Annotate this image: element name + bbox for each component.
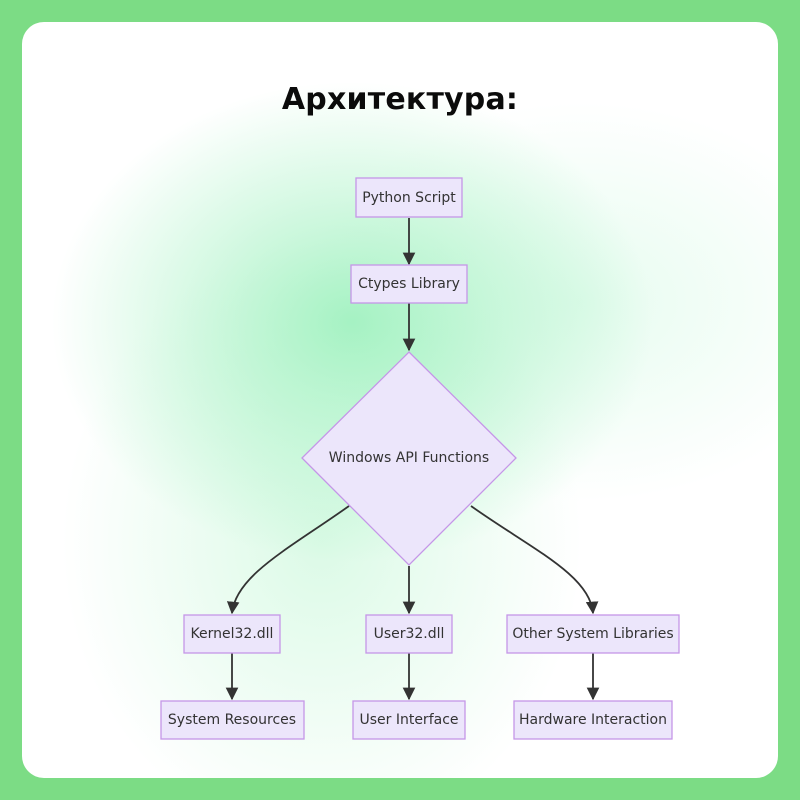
node-windows-api-functions: Windows API Functions — [301, 351, 517, 566]
node-label: Python Script — [362, 190, 456, 206]
node-ctypes-library: Ctypes Library — [350, 264, 468, 304]
node-label: Other System Libraries — [512, 626, 673, 642]
node-system-resources: System Resources — [160, 700, 305, 740]
node-user32-dll: User32.dll — [365, 614, 453, 654]
edge-winapi-kernel32 — [226, 505, 350, 615]
node-label: User Interface — [359, 712, 458, 728]
node-label: Kernel32.dll — [191, 626, 274, 642]
node-label: Windows API Functions — [329, 450, 489, 466]
node-other-system-libraries: Other System Libraries — [506, 614, 680, 654]
node-hardware-interaction: Hardware Interaction — [513, 700, 673, 740]
edge-winapi-other — [470, 505, 599, 615]
node-label: Hardware Interaction — [519, 712, 667, 728]
node-kernel32-dll: Kernel32.dll — [183, 614, 281, 654]
node-label: System Resources — [168, 712, 296, 728]
node-label: User32.dll — [374, 626, 445, 642]
page-title: Архитектура: — [281, 82, 519, 117]
node-label: Ctypes Library — [358, 276, 460, 292]
node-python-script: Python Script — [355, 177, 463, 218]
node-user-interface: User Interface — [352, 700, 466, 740]
